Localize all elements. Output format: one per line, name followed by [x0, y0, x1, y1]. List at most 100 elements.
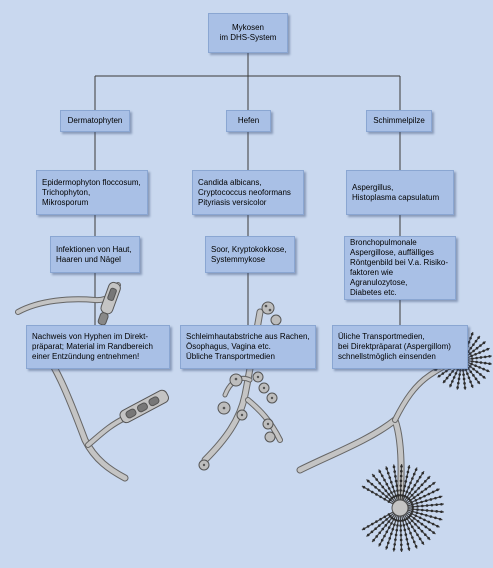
conidium — [399, 519, 402, 523]
conidium — [421, 504, 424, 508]
conidium — [475, 356, 478, 360]
conidium — [370, 522, 374, 526]
conidium — [415, 501, 419, 505]
conidium — [448, 373, 452, 377]
conidium — [451, 380, 454, 383]
conidium — [424, 487, 428, 491]
conidium — [430, 509, 434, 513]
conidium — [411, 510, 414, 513]
conidium — [390, 516, 394, 520]
conidium — [394, 538, 397, 541]
conidium — [377, 524, 381, 527]
conidium — [414, 499, 418, 502]
conidium — [475, 360, 478, 364]
conidium — [482, 375, 486, 379]
conidium — [411, 503, 414, 506]
conidium — [418, 537, 422, 541]
conidium — [467, 376, 471, 380]
conidium — [428, 528, 431, 532]
conidium — [386, 471, 390, 475]
conidium — [420, 529, 424, 533]
hyphae-illustration — [15, 281, 169, 482]
conidium — [407, 547, 411, 550]
conidium — [488, 355, 491, 358]
conidium — [399, 524, 402, 527]
conidium — [440, 502, 443, 506]
conidium — [410, 487, 414, 491]
conidium — [479, 344, 482, 347]
conidium — [392, 517, 396, 521]
conidium — [390, 496, 394, 500]
conidium — [451, 370, 454, 373]
conidium — [470, 357, 474, 360]
conidium — [441, 372, 445, 375]
conidium — [392, 547, 396, 551]
conidium — [400, 465, 403, 468]
conidium — [366, 525, 370, 528]
conidium — [378, 531, 382, 535]
conidium — [425, 504, 429, 507]
conidium — [488, 362, 491, 365]
conidium — [384, 524, 388, 527]
conidium — [424, 499, 428, 503]
conidium — [409, 514, 412, 517]
conidium — [380, 474, 384, 478]
conidium — [375, 478, 378, 481]
conidium — [482, 367, 485, 371]
conidium — [388, 498, 392, 502]
conidium — [469, 380, 472, 384]
conidium — [362, 527, 366, 531]
conidium — [403, 528, 407, 532]
conidium — [479, 356, 483, 359]
category-yeasts: Hefen — [226, 110, 271, 132]
conidium — [403, 484, 407, 488]
conidium — [421, 471, 425, 475]
conidium — [403, 518, 407, 522]
conidium — [424, 479, 427, 483]
conidium — [391, 527, 395, 531]
conidium — [483, 355, 487, 359]
conidium — [427, 536, 430, 540]
conidium — [410, 501, 413, 504]
conidium — [437, 374, 441, 378]
conidium — [468, 365, 472, 368]
conidium — [409, 499, 412, 502]
conidium — [395, 484, 399, 488]
conidium — [378, 481, 382, 485]
conidium — [414, 514, 418, 517]
conidium — [418, 516, 422, 520]
conidium — [385, 495, 388, 498]
category-dermatophytes: Dermatophyten — [60, 110, 130, 132]
conidium — [421, 541, 425, 545]
category-molds: Schimmelpilze — [366, 110, 432, 132]
conidium — [445, 369, 448, 373]
species-dermatophytes: Epidermophyton floccosum, Trichophyton, … — [36, 170, 148, 215]
conidium — [405, 522, 409, 526]
conidium — [449, 384, 452, 387]
conidium — [427, 492, 431, 496]
conidium — [463, 382, 466, 385]
conidium — [469, 370, 473, 374]
conidium — [375, 520, 378, 523]
conidium — [405, 517, 409, 521]
conidium — [429, 515, 433, 518]
conidium — [414, 490, 417, 494]
conidium — [370, 482, 374, 486]
conidium — [470, 384, 474, 388]
species-yeasts: Candida albicans, Cryptococcus neoforman… — [192, 170, 304, 215]
conidium — [472, 374, 475, 377]
conidium — [474, 339, 478, 343]
diagnostics-dermatophytes: Nachweis von Hyphen im Direkt- präparat;… — [26, 325, 170, 369]
conidium — [470, 332, 474, 336]
conidium — [385, 518, 388, 521]
conidium — [405, 495, 409, 499]
conidium — [463, 386, 467, 389]
conidium — [408, 521, 411, 525]
conidium — [429, 498, 433, 501]
conidium — [414, 468, 418, 471]
conidium — [396, 519, 400, 522]
conidium — [436, 524, 439, 528]
conidium — [438, 495, 442, 499]
conidium — [421, 508, 424, 512]
conidium — [420, 483, 424, 487]
